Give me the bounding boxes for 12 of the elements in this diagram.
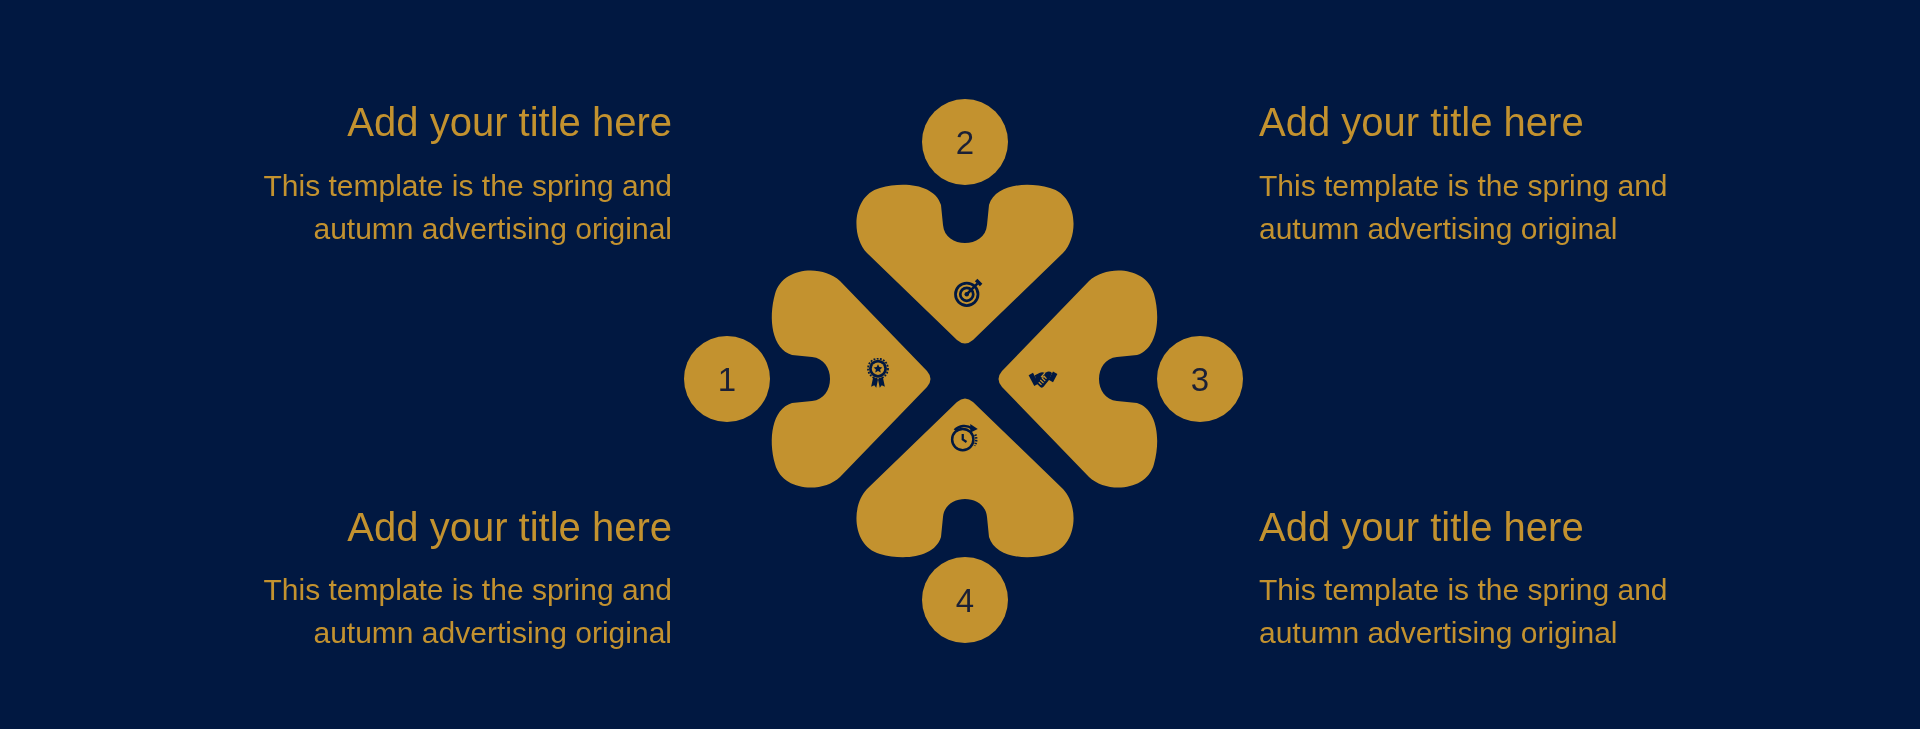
description-text: This template is the spring and autumn advertising original bbox=[1259, 572, 1669, 651]
step-number: 2 bbox=[955, 125, 975, 159]
step-number: 1 bbox=[717, 362, 737, 396]
description-text: This template is the spring and autumn advertising original bbox=[262, 572, 672, 651]
heading-text: Add your title here bbox=[347, 99, 672, 146]
step-number: 3 bbox=[1190, 362, 1210, 396]
step-number: 4 bbox=[955, 583, 975, 617]
heading-text: Add your title here bbox=[1259, 99, 1584, 146]
description-text: This template is the spring and autumn advertising original bbox=[1259, 168, 1669, 247]
heading-text: Add your title here bbox=[1259, 504, 1584, 551]
description-text: This template is the spring and autumn advertising original bbox=[262, 168, 672, 247]
heading-text: Add your title here bbox=[347, 504, 672, 551]
